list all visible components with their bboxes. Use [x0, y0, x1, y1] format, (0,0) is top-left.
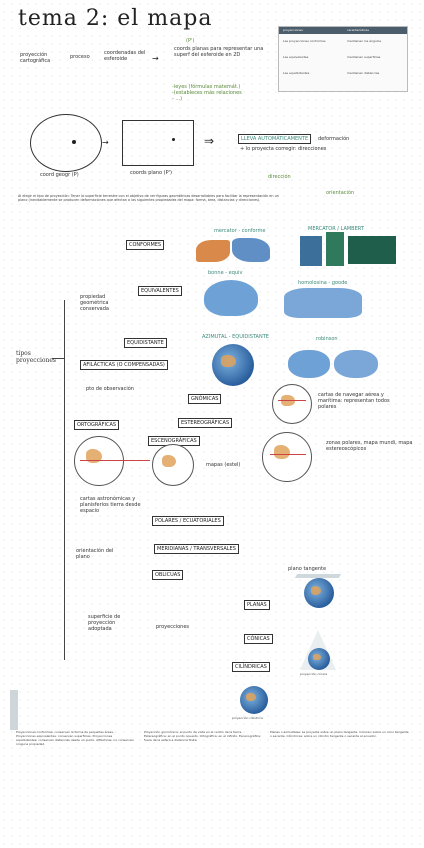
scenographic-globe-sketch: [152, 444, 194, 486]
robinson-map-illustration-1: [288, 350, 330, 378]
intro-coords-planas: coords planas para representar una super…: [174, 46, 264, 58]
legend-header-bar: [279, 27, 407, 34]
footnote-middle: Proyección gnomónica: el punto de vista …: [144, 730, 262, 742]
conica-label: proyección cónica: [300, 672, 328, 676]
mercator-grid-illustration: [348, 236, 396, 264]
gnomonic-rays: [278, 400, 306, 401]
label-mapa-lambert: MERCATOR / LAMBERT: [308, 226, 364, 232]
tree-meridianas: MERIDIANAS / TRANSVERSALES: [154, 544, 239, 554]
legend-row-6: mantienen distancias: [347, 71, 380, 75]
plane-outline-sketch: [122, 120, 194, 166]
orthographic-globe-sketch: [74, 436, 124, 486]
tree-by-property: propiedad geométrica conservada: [80, 294, 109, 312]
globe-photo-illustration: [300, 236, 322, 266]
intro-coordenadas: coordenadas del esferoide: [104, 50, 146, 62]
cilindrica-label: proyección cilíndrica: [232, 716, 263, 720]
plane-projection-globe: [304, 578, 334, 608]
gnomonic-globe-sketch: [272, 384, 312, 424]
point-p-prime-dot: [172, 138, 175, 141]
tree-oblicuas: OBLICUAS: [152, 570, 184, 580]
footnote-left: Proyecciones conformes: conservan la for…: [16, 730, 134, 746]
tree-orientacion: orientación del plano: [76, 548, 114, 560]
legend-header-2: características: [347, 28, 369, 32]
label-bonne: bonne - equiv: [208, 270, 243, 276]
intro-proyeccion: proyección cartográfica: [20, 52, 51, 64]
green-note-orientacion: orientación: [326, 190, 355, 196]
tree-polares: POLARES / ECUATORIALES: [152, 516, 224, 526]
cylinder-photo-illustration: [326, 232, 344, 266]
tree-estereograficas: ESTEREOGRÁFICAS: [178, 418, 233, 428]
page-title: tema 2: el mapa: [18, 6, 213, 31]
tree-proyecciones: proyecciones: [156, 624, 190, 630]
stereographic-note: zonas polares, mapa mundi, mapa estereos…: [326, 440, 413, 452]
arrow-right-icon-2: →: [102, 138, 109, 147]
intro-proceso: proceso: [70, 54, 90, 60]
legend-box: proyecciones características Las proyecc…: [278, 26, 408, 92]
gnomonic-note: cartas de navegar aérea y marítima: repr…: [318, 392, 390, 410]
tree-conicas: CÓNICAS: [244, 634, 273, 644]
label-mercator-conforme: mercator - conforme: [214, 228, 266, 234]
stereographic-rays: [270, 454, 306, 455]
point-p-dot: [72, 140, 76, 144]
label-robinson: robinson: [316, 336, 338, 342]
label-coords-plano: coords plano (P'): [130, 170, 172, 176]
tree-punto-obs: pto de observación: [86, 386, 134, 392]
goode-map-illustration: [284, 288, 362, 318]
cone-projection-globe: [308, 648, 330, 670]
legend-row-1: Las proyecciones conformes: [283, 39, 326, 43]
footnote-right: Planas o azimutales: se proyecta sobre u…: [270, 730, 409, 738]
arrow-right-icon: →: [152, 54, 159, 63]
tree-cilindricas: CILÍNDRICAS: [232, 662, 270, 672]
conformal-map-illustration-2: [232, 238, 270, 262]
label-coord-geog: coord geogr (P): [40, 172, 79, 178]
tree-afilacticas: AFILÁCTICAS (O COMPENSADAS): [80, 360, 168, 370]
azimuthal-map-illustration: [212, 344, 254, 386]
definition-paragraph: Al elegir el tipo de proyección: Tener l…: [18, 194, 279, 203]
legend-row-2: mantienen los ángulos: [347, 39, 382, 43]
double-arrow-icon: ⇒: [204, 134, 215, 148]
intro-formulas: -leyes (fórmulas matemát.) -(estableces …: [172, 84, 242, 102]
tree-superficie: superficie de proyección adoptada: [88, 614, 121, 632]
intro-p-prime: (P'): [186, 38, 195, 44]
tree-trunk: [64, 300, 65, 660]
cylinder-projection-globe: [240, 686, 268, 714]
tree-planas: PLANAS: [244, 600, 270, 610]
legend-row-5: Las equidistantes: [283, 71, 310, 75]
orthographic-rays: [80, 460, 150, 461]
deformacion-label: deformación: [318, 136, 350, 142]
tree-root: tipos proyecciones: [16, 350, 57, 364]
label-goode: homolosina - goode: [298, 280, 348, 286]
plane-tangent-sheet: [294, 574, 342, 578]
tree-equidistantes: EQUIDISTANTE: [124, 338, 167, 348]
label-azimutal: AZIMUTAL - EQUIDISTANTE: [202, 334, 269, 340]
orthographic-note: cartas astronómicas y planisferios tierr…: [80, 496, 141, 514]
mapas-planetarios: mapas (estel): [206, 462, 241, 468]
green-note-direccion: dirección: [268, 174, 291, 180]
root-connector: [52, 358, 64, 359]
tree-ortograficas: ORTOGRÁFICAS: [74, 420, 120, 430]
stereographic-globe-sketch: [262, 432, 312, 482]
deformacion-tipos: + lo proyecta corregir: direcciones: [240, 146, 327, 152]
legend-header-1: proyecciones: [283, 28, 303, 32]
globe-outline-sketch: [30, 114, 102, 172]
legend-row-4: mantienen superficies: [347, 55, 381, 59]
deformacion-box: LLEVA AUTOMÁTICAMENTE: [238, 134, 312, 144]
robinson-map-illustration-2: [334, 350, 378, 378]
tree-gnomonicas: GNÓMICAS: [188, 394, 222, 404]
tree-equivalentes: EQUIVALENTES: [138, 286, 182, 296]
plana-labels: plano tangente: [288, 566, 327, 572]
legend-row-3: Las equivalentes: [283, 55, 309, 59]
tree-conformes: CONFORMES: [126, 240, 165, 250]
conformal-map-illustration-1: [196, 240, 230, 262]
footnote-thumbnail-strip: [10, 690, 18, 730]
bonne-map-illustration: [204, 280, 258, 316]
